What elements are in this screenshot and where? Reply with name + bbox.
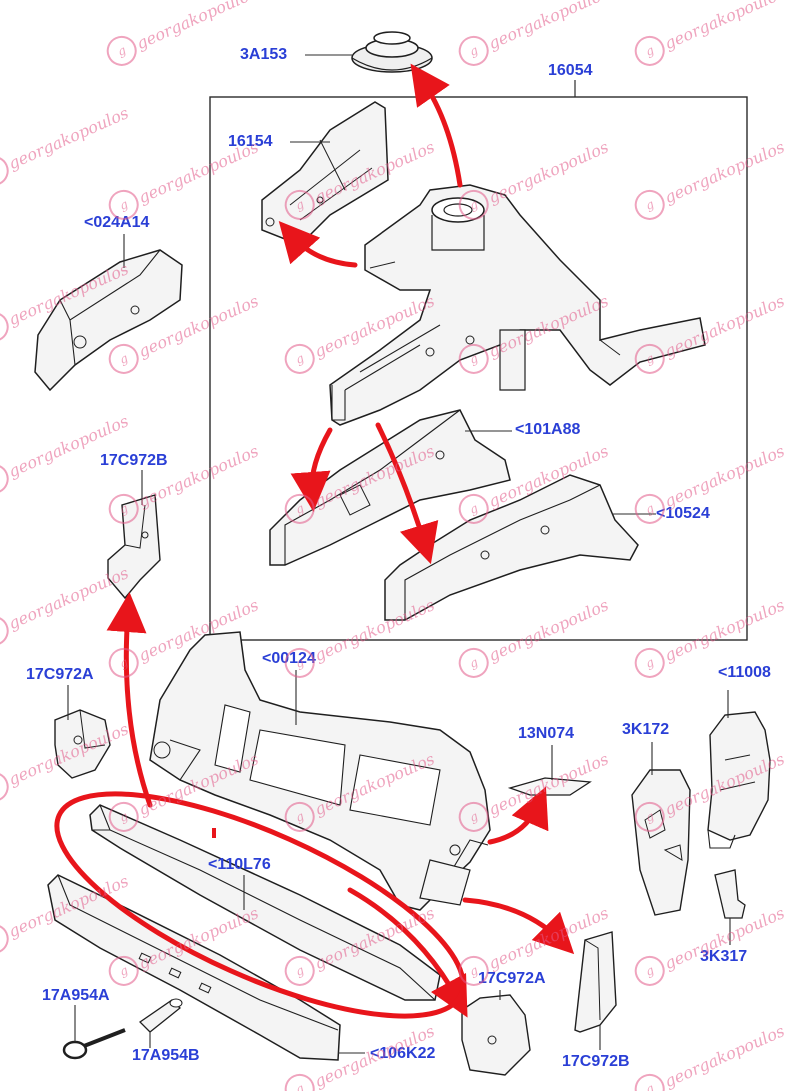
part-17c972b-bracket-upper[interactable] bbox=[107, 494, 161, 600]
part-11008-cover[interactable] bbox=[707, 711, 771, 849]
label-17a954b[interactable]: 17A954B bbox=[132, 1047, 200, 1064]
label-3k317[interactable]: 3K317 bbox=[700, 948, 748, 965]
label-3a153[interactable]: 3A153 bbox=[240, 46, 288, 63]
part-16154-bracket[interactable] bbox=[261, 101, 389, 246]
label-17c972b-top[interactable]: 17C972B bbox=[100, 452, 168, 469]
part-00124-front-end-carrier[interactable] bbox=[149, 631, 491, 911]
arrow-to-17c972b-upper bbox=[106, 592, 153, 808]
label-17c972a-bottom[interactable]: 17C972A bbox=[478, 970, 546, 987]
part-17c972b-bracket-lower[interactable] bbox=[574, 931, 617, 1033]
part-17a954b-tow-bushing[interactable] bbox=[138, 998, 183, 1033]
arrow-to-10524 bbox=[375, 422, 439, 565]
label-3k172[interactable]: 3K172 bbox=[622, 721, 670, 738]
part-10524-rail-segment[interactable] bbox=[384, 474, 639, 621]
part-101a88-rail-segment[interactable] bbox=[269, 409, 511, 566]
part-3k172-cover[interactable] bbox=[631, 769, 691, 916]
part-3a153-strut-mount[interactable] bbox=[351, 31, 433, 73]
label-16054[interactable]: 16054 bbox=[548, 62, 593, 79]
label-024a14[interactable]: <024A14 bbox=[84, 214, 150, 231]
label-10524[interactable]: <10524 bbox=[656, 505, 710, 522]
label-101a88[interactable]: <101A88 bbox=[515, 421, 581, 438]
part-13n074-pad[interactable] bbox=[507, 777, 592, 796]
arrow-to-101a88 bbox=[290, 427, 333, 512]
label-110l76[interactable]: <110L76 bbox=[208, 856, 271, 873]
label-17a954a[interactable]: 17A954A bbox=[42, 987, 110, 1004]
part-17c972a-bracket-lower[interactable] bbox=[461, 994, 531, 1076]
arrow-to-3a153 bbox=[410, 63, 463, 188]
highlight-ellipse-110l76 bbox=[54, 791, 466, 1019]
label-17c972b-bottom[interactable]: 17C972B bbox=[562, 1053, 630, 1070]
part-17a954a-tow-eye[interactable] bbox=[62, 1028, 126, 1060]
arrow-to-17c972a-lower bbox=[347, 887, 468, 1018]
label-16154[interactable]: 16154 bbox=[228, 133, 273, 150]
part-024a14-rail-end[interactable] bbox=[34, 249, 183, 392]
part-17c972a-bracket-left[interactable] bbox=[54, 709, 111, 779]
label-17c972a-left[interactable]: 17C972A bbox=[26, 666, 94, 683]
arrow-to-17c972b-lower bbox=[462, 897, 575, 955]
label-106k22[interactable]: <106K22 bbox=[370, 1045, 436, 1062]
red-callout-arrows bbox=[54, 63, 575, 1019]
part-3k317-clip[interactable] bbox=[714, 869, 746, 919]
label-00124[interactable]: <00124 bbox=[262, 650, 316, 667]
subassembly-box-16054 bbox=[209, 80, 748, 641]
part-16054-wheelhouse-apron[interactable] bbox=[329, 184, 706, 426]
arrow-to-13n074 bbox=[487, 786, 549, 845]
arrow-to-16154 bbox=[278, 221, 358, 268]
label-11008[interactable]: <11008 bbox=[718, 664, 771, 681]
label-13n074[interactable]: 13N074 bbox=[518, 725, 575, 742]
